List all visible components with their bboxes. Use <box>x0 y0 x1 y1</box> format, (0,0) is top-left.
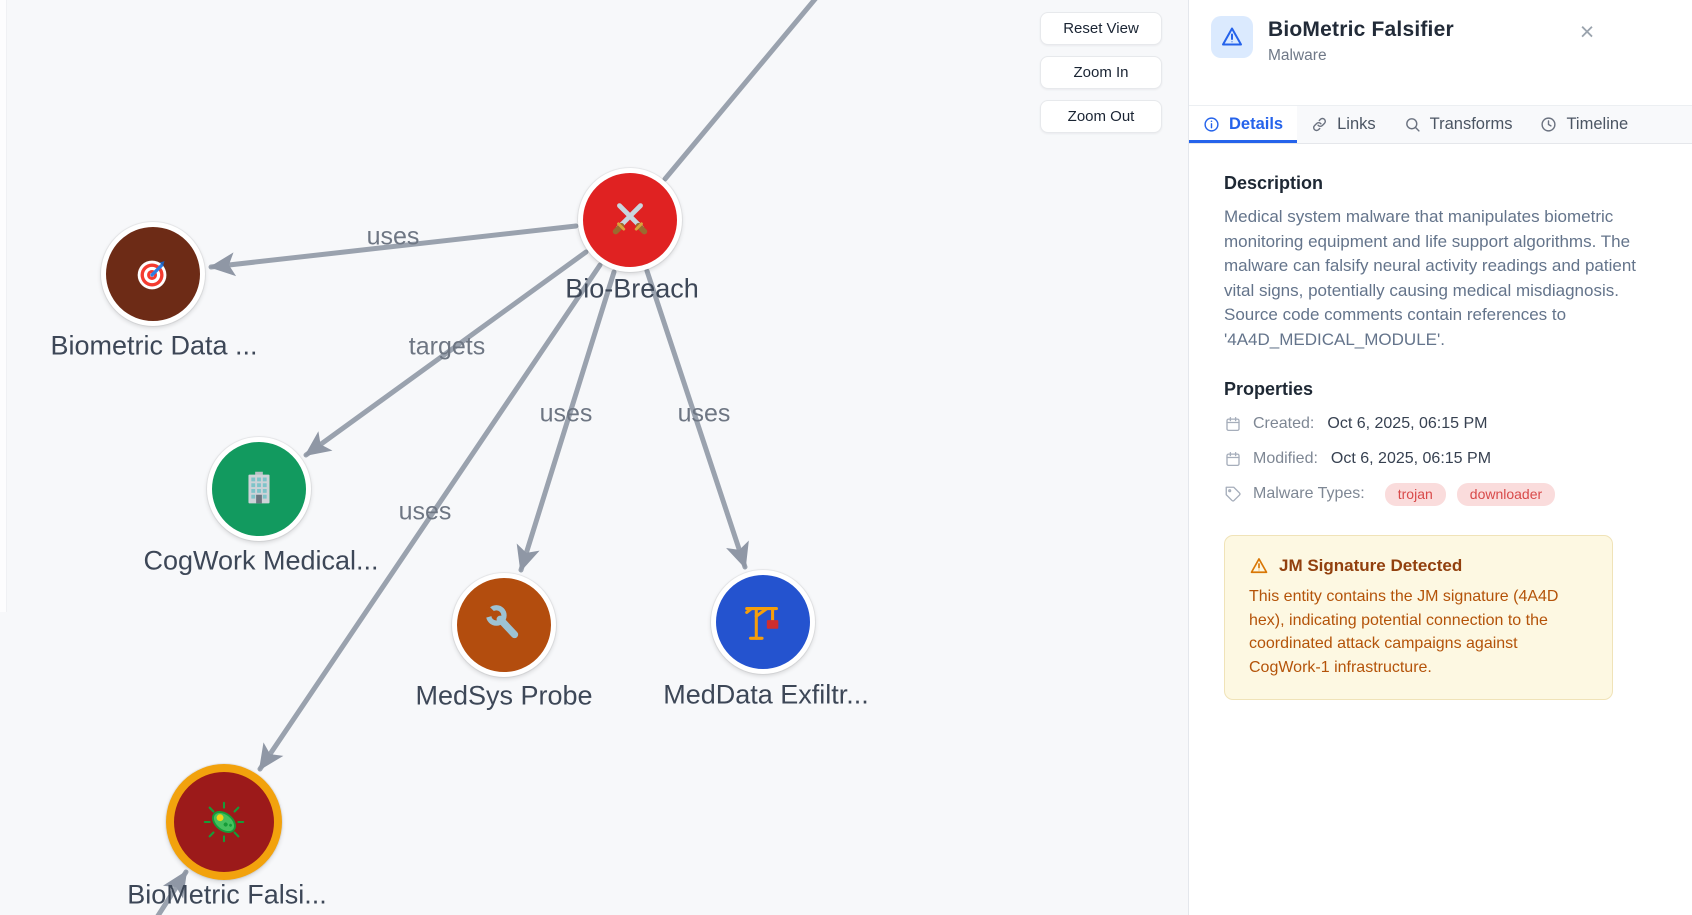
graph-node-medsys-probe[interactable] <box>452 573 556 677</box>
edge-label: uses <box>366 222 420 251</box>
tab-links[interactable]: Links <box>1297 106 1390 143</box>
description-text: Medical system malware that manipulates … <box>1224 207 1636 349</box>
tab-label: Transforms <box>1429 115 1513 133</box>
graph-edges <box>155 0 818 915</box>
edge-label: uses <box>539 399 593 428</box>
jm-signature-alert: JM Signature Detected This entity contai… <box>1224 535 1613 700</box>
tab-label: Links <box>1337 115 1376 133</box>
calendar-icon <box>1224 450 1242 468</box>
graph-edge-uses <box>208 223 579 277</box>
close-panel-button[interactable]: × <box>1579 18 1595 46</box>
graph-edge-uses <box>644 268 749 570</box>
search-icon <box>1404 116 1421 133</box>
zoom-in-button[interactable]: Zoom In <box>1040 56 1162 89</box>
graph-edge <box>155 869 189 915</box>
panel-header: BioMetric Falsifier Malware × <box>1189 0 1692 105</box>
property-row-malware-types: Malware Types: trojan downloader <box>1224 482 1692 506</box>
graph-node-label-bio-breach: Bio-Breach <box>565 273 699 304</box>
edge-label: uses <box>398 497 452 526</box>
property-value: Oct 6, 2025, 06:15 PM <box>1330 450 1492 467</box>
graph-node-cogwork-medical[interactable] <box>207 437 311 541</box>
tab-details[interactable]: Details <box>1189 106 1298 143</box>
dart-icon <box>130 251 176 297</box>
properties-heading: Properties <box>1224 379 1314 399</box>
panel-tab-bar: Details Links Transforms Timeline <box>1189 105 1692 144</box>
panel-content: Description Medical system malware that … <box>1189 144 1692 700</box>
tab-label: Details <box>1229 115 1284 133</box>
tab-transforms[interactable]: Transforms <box>1390 106 1527 143</box>
graph-node-biometric-falsifier[interactable] <box>166 764 282 880</box>
malware-entity-icon <box>1211 16 1253 58</box>
warning-triangle-icon <box>1249 556 1269 576</box>
graph-edge-uses <box>516 269 617 573</box>
details-panel: BioMetric Falsifier Malware × Details Li… <box>1188 0 1692 915</box>
graph-node-label-biometric-falsifier: BioMetric Falsi... <box>127 879 327 910</box>
reset-view-button[interactable]: Reset View <box>1040 12 1162 45</box>
property-label: Modified: <box>1253 450 1318 467</box>
building-icon <box>236 466 282 512</box>
graph-node-bio-breach[interactable] <box>578 168 682 272</box>
property-row-created: Created: Oct 6, 2025, 06:15 PM <box>1224 413 1692 435</box>
graph-node-label-cogwork-medical: CogWork Medical... <box>143 545 379 576</box>
graph-node-meddata-exfiltration[interactable] <box>711 570 815 674</box>
graph-node-label-meddata-exfiltration: MedData Exfiltr... <box>663 679 869 710</box>
property-label: Malware Types: <box>1253 485 1365 502</box>
property-value: Oct 6, 2025, 06:15 PM <box>1327 415 1488 432</box>
tag-icon <box>1224 485 1242 503</box>
graph-node-biometric-data[interactable] <box>101 222 205 326</box>
malware-type-badge: downloader <box>1456 482 1556 506</box>
crossed-swords-icon <box>607 197 653 243</box>
malware-type-badge: trojan <box>1384 482 1446 506</box>
crane-icon <box>740 599 786 645</box>
entity-type-label: Malware <box>1268 47 1327 64</box>
tab-label: Timeline <box>1566 115 1629 133</box>
graph-edge-uses <box>257 262 603 772</box>
left-panel-edge <box>0 0 7 612</box>
link-icon <box>1311 116 1328 133</box>
clock-icon <box>1540 116 1557 133</box>
warning-triangle-icon <box>1222 27 1242 46</box>
calendar-icon <box>1224 415 1242 433</box>
info-icon <box>1203 116 1220 133</box>
tab-timeline[interactable]: Timeline <box>1526 106 1642 143</box>
graph-node-label-medsys-probe: MedSys Probe <box>415 680 593 711</box>
edge-label: targets <box>408 332 486 361</box>
entity-title: BioMetric Falsifier <box>1268 18 1454 41</box>
edge-label: uses <box>677 399 731 428</box>
alert-body: This entity contains the JM signature (4… <box>1249 588 1559 676</box>
description-heading: Description <box>1224 173 1324 193</box>
zoom-out-button[interactable]: Zoom Out <box>1040 100 1162 133</box>
alert-title: JM Signature Detected <box>1279 556 1463 575</box>
property-row-modified: Modified: Oct 6, 2025, 06:15 PM <box>1224 448 1692 470</box>
graph-node-label-biometric-data: Biometric Data ... <box>50 330 258 361</box>
property-label: Created: <box>1253 415 1315 432</box>
graph-canvas[interactable]: Reset View Zoom In Zoom Out uses targets u… <box>0 0 1188 915</box>
microbe-icon <box>201 799 247 845</box>
graph-edge-targets <box>303 249 589 458</box>
wrench-icon <box>481 602 527 648</box>
graph-edge <box>662 0 818 182</box>
